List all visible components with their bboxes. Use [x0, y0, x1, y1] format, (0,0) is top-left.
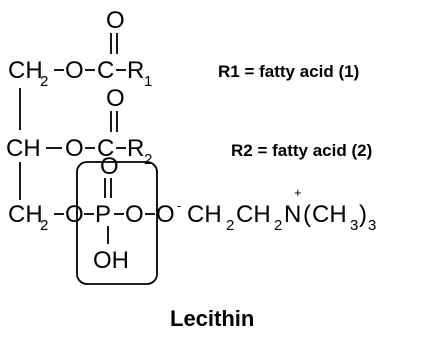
charge-minus: -: [177, 198, 181, 213]
row-1-ester: CH 2 O C O R 1: [8, 7, 152, 90]
atom-o-carbonyl-row1: O: [106, 7, 125, 34]
phosphate-group-box: [76, 161, 158, 285]
sub-1-r1: 1: [144, 73, 152, 90]
sub-2-row1: 2: [40, 73, 48, 90]
sub-2-r2: 2: [144, 151, 152, 168]
sub-3-methyl-count: 3: [368, 217, 376, 234]
label-r1: R1 = fatty acid (1): [218, 62, 359, 81]
sub-3-methyl-h: 3: [350, 217, 358, 234]
atom-p: P: [95, 201, 111, 228]
atom-o-phosphoryl: O: [100, 153, 119, 180]
charge-plus: +: [294, 185, 302, 200]
atom-ch-methyl: CH: [312, 201, 347, 228]
row-3-phosphocholine: CH 2 O P O O O - OH CH 2 CH 2 N + ( CH 3…: [8, 153, 376, 274]
atom-o-row1: O: [65, 57, 84, 84]
atom-r2: R: [127, 135, 144, 162]
paren-close: ): [359, 201, 367, 228]
atom-o-carbonyl-row2: O: [106, 85, 125, 112]
atom-ch-choline-1: CH: [187, 201, 222, 228]
atom-c-carbonyl-row2: C: [97, 135, 114, 162]
row-2-ester: CH O C O R 2: [6, 85, 152, 168]
paren-open: (: [303, 201, 311, 228]
atom-o-row2: O: [65, 135, 84, 162]
atom-ch-choline-2: CH: [236, 201, 271, 228]
atom-oh: OH: [93, 247, 129, 274]
atom-o-choline: O: [156, 201, 175, 228]
atom-r1: R: [127, 57, 144, 84]
atom-ch-row2: CH: [6, 135, 41, 162]
sub-2-row3: 2: [40, 217, 48, 234]
sub-2-choline-1: 2: [226, 217, 234, 234]
sub-2-choline-2: 2: [274, 217, 282, 234]
atom-o-bridge: O: [125, 201, 144, 228]
label-r2: R2 = fatty acid (2): [231, 141, 372, 160]
figure-title: Lecithin: [170, 306, 254, 331]
atom-o-ester-row3: O: [65, 201, 84, 228]
atom-c-row3: CH: [8, 201, 43, 228]
atom-n: N: [284, 201, 301, 228]
atom-c-carbonyl-row1: C: [97, 57, 114, 84]
atom-c-row1: CH: [8, 57, 43, 84]
